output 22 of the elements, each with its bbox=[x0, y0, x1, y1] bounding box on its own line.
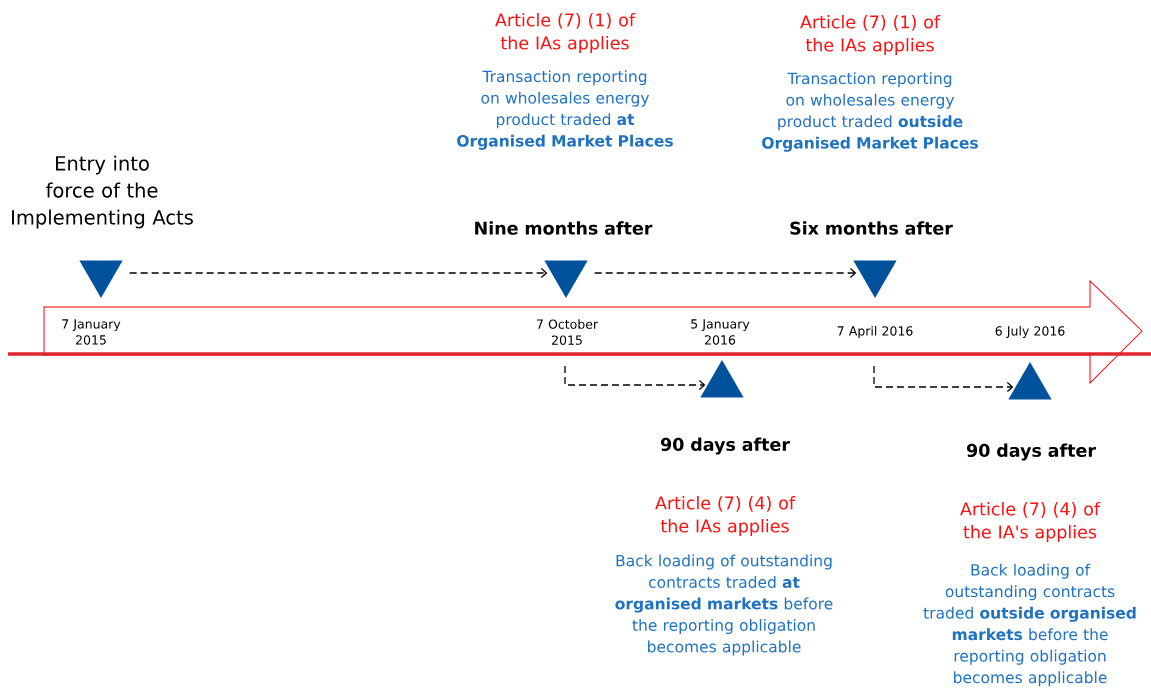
milestone-label: Six months after bbox=[790, 221, 953, 235]
description-text: Back loading of outstanding contracts traded at organised markets before the reporting obligation becomes applicable bbox=[615, 554, 833, 656]
milestone-label: 90 days after bbox=[660, 437, 790, 455]
dashed-arrow bbox=[129, 267, 548, 279]
article-reference: Article (7) (4) of the IA's applies bbox=[960, 502, 1101, 542]
dashed-arrow bbox=[564, 365, 706, 391]
article-reference: Article (7) (1) of the IAs applies bbox=[495, 13, 636, 53]
description-text: Transaction reporting on wholesales energy product traded at Organised Market Places bbox=[457, 70, 673, 150]
article-reference: Article (7) (1) of the IAs applies bbox=[800, 15, 941, 55]
milestone-triangle bbox=[853, 260, 897, 298]
description-text: Back loading of outstanding contracts traded outside organised markets before the reporting obligation becomes applicable bbox=[923, 563, 1136, 687]
milestone-label: Entry into force of the Implementing Acts bbox=[12, 155, 193, 229]
milestone-triangle bbox=[79, 260, 123, 298]
milestone-triangle bbox=[700, 360, 744, 398]
milestone-label: 90 days after bbox=[966, 443, 1096, 461]
description-text: Transaction reporting on wholesales energy product traded outside Organised Market Places bbox=[762, 72, 978, 152]
milestone-triangle bbox=[544, 260, 588, 298]
dashed-arrow bbox=[873, 365, 1014, 393]
milestone-triangle bbox=[1008, 362, 1052, 400]
milestone-label: Nine months after bbox=[475, 221, 653, 235]
article-reference: Article (7) (4) of the IAs applies bbox=[655, 496, 796, 536]
dashed-arrow bbox=[594, 267, 857, 279]
